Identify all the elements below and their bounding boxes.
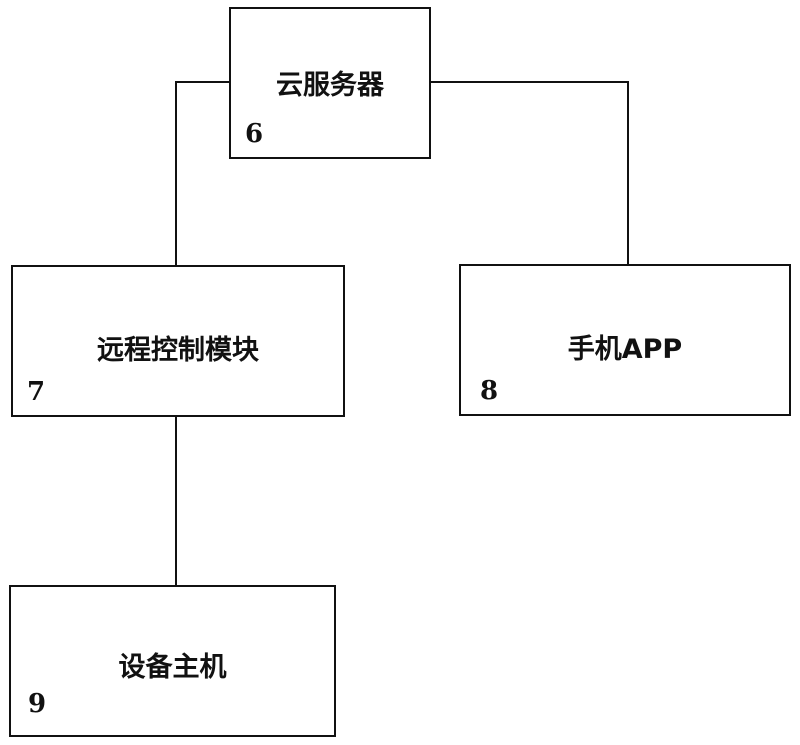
node-cloud-server-id: 6 <box>245 121 263 147</box>
node-device-host: 设备主机 9 <box>9 585 336 737</box>
node-mobile-app: 手机APP 8 <box>459 264 791 416</box>
node-cloud-server: 云服务器 6 <box>229 7 431 159</box>
node-mobile-app-id: 8 <box>480 378 498 404</box>
node-device-host-id: 9 <box>28 691 46 717</box>
node-mobile-app-label: 手机APP <box>461 336 789 363</box>
connector-cloud-to-mobile-app <box>431 82 628 264</box>
node-device-host-label: 设备主机 <box>11 654 334 681</box>
node-remote-control-module-label: 远程控制模块 <box>13 337 343 364</box>
node-cloud-server-label: 云服务器 <box>231 72 429 99</box>
connector-cloud-to-remote-control <box>176 82 229 265</box>
node-remote-control-module-id: 7 <box>27 379 45 405</box>
node-remote-control-module: 远程控制模块 7 <box>11 265 345 417</box>
